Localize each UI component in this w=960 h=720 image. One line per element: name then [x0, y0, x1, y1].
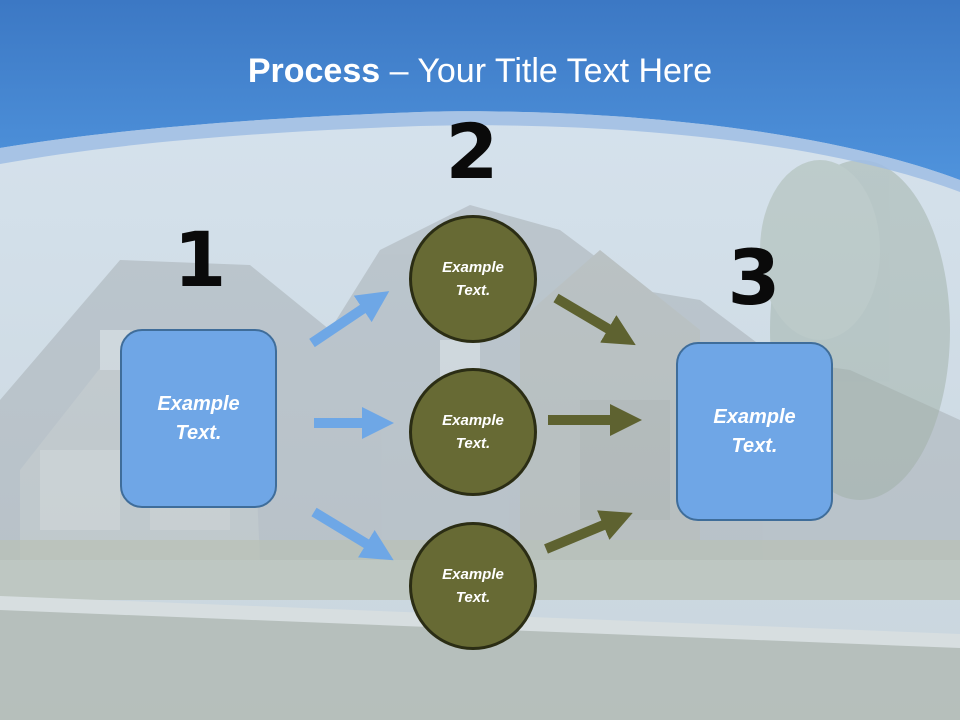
header-band: [0, 0, 960, 180]
step-number-2: 2: [445, 107, 499, 196]
circle-top-line1: Example: [442, 259, 504, 276]
arrow-right-down-blue-icon: [311, 507, 394, 561]
slide-title: Process – Your Title Text Here: [0, 52, 960, 91]
circle-bottom-line1: Example: [442, 566, 504, 583]
arrow-right-down-olive-icon: [553, 293, 636, 346]
circle-middle-line1: Example: [442, 412, 504, 429]
header-swoosh: [0, 111, 960, 192]
step-3-label-line1: Example: [713, 405, 796, 428]
step-number-3: 3: [727, 233, 781, 322]
circle-middle-line2: Text.: [455, 435, 491, 452]
step-3-label-line2: Text.: [731, 434, 778, 457]
step-1-label-line1: Example: [157, 392, 240, 415]
step-3-box: Example Text.: [676, 342, 833, 521]
circle-top-line2: Text.: [455, 282, 491, 299]
title-rest: – Your Title Text Here: [380, 52, 713, 90]
step-2-circle-top: Example Text.: [409, 215, 537, 343]
arrow-right-up-blue-icon: [309, 291, 390, 348]
arrow-right-up-olive-icon: [544, 510, 633, 554]
step-number-1: 1: [173, 215, 227, 304]
step-1-box: Example Text.: [120, 329, 277, 508]
step-2-circle-bottom: Example Text.: [409, 522, 537, 650]
title-bold: Process: [247, 52, 381, 90]
step-2-circle-middle: Example Text.: [409, 368, 537, 496]
circle-bottom-line2: Text.: [455, 589, 491, 606]
step-1-label-line2: Text.: [175, 421, 222, 444]
